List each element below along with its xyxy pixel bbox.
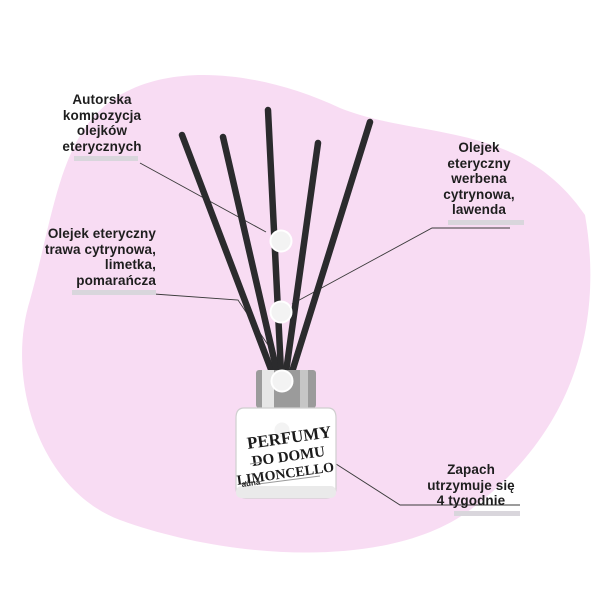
callout-dot [270,369,294,393]
callout-text: trawa cytrynowa, [44,241,156,257]
callout-underline-bar [448,219,524,225]
callout-text: Olejek eteryczny [47,226,156,241]
reed-sticks [178,106,374,376]
reed-stick [282,139,322,376]
callout-text: kompozycja [62,107,142,123]
brand-logo-text: aūna [241,477,261,489]
callout-text: 4 tygodnie [436,493,506,508]
callout-text: Zapach [447,462,495,477]
callout-top-right: Olejek eteryczny werbena cytrynowa, lawe… [434,140,524,225]
callout-underline-bar [74,156,138,161]
reed-stick [178,131,276,376]
glass-bottle [235,407,337,499]
callout-dots [269,229,294,440]
callout-text: Olejek [458,140,500,155]
callout-text: eterycznych [62,138,142,154]
label-small-print [249,461,321,485]
callout-text: cytrynowa, [443,186,515,202]
callout-dot [269,229,293,253]
callout-text: pomarańcza [76,272,156,288]
callout-dot [269,300,293,324]
pink-blob-background [22,74,591,553]
reed-stick [288,118,374,376]
callout-text: Autorska [72,92,132,107]
callout-underline-bar [72,290,156,295]
callout-text: eteryczny [447,155,511,171]
callout-text: olejków [76,123,128,138]
callout-text: utrzymuje się [427,477,515,493]
callout-mid-left: Olejek eteryczny trawa cytrynowa, limetk… [24,226,156,295]
callout-top-left: Autorska kompozycja olejków eterycznych [46,92,158,161]
callout-text: werbena [451,171,507,186]
callout-text: limetka, [104,257,156,272]
callout-underline-bar [454,510,520,516]
callout-text: lawenda [452,202,506,217]
reed-stick [219,133,281,376]
leader-line-top-right [291,227,510,305]
callout-dot [272,420,292,440]
callout-bottom-right: Zapach utrzymuje się 4 tygodnie [418,462,524,516]
